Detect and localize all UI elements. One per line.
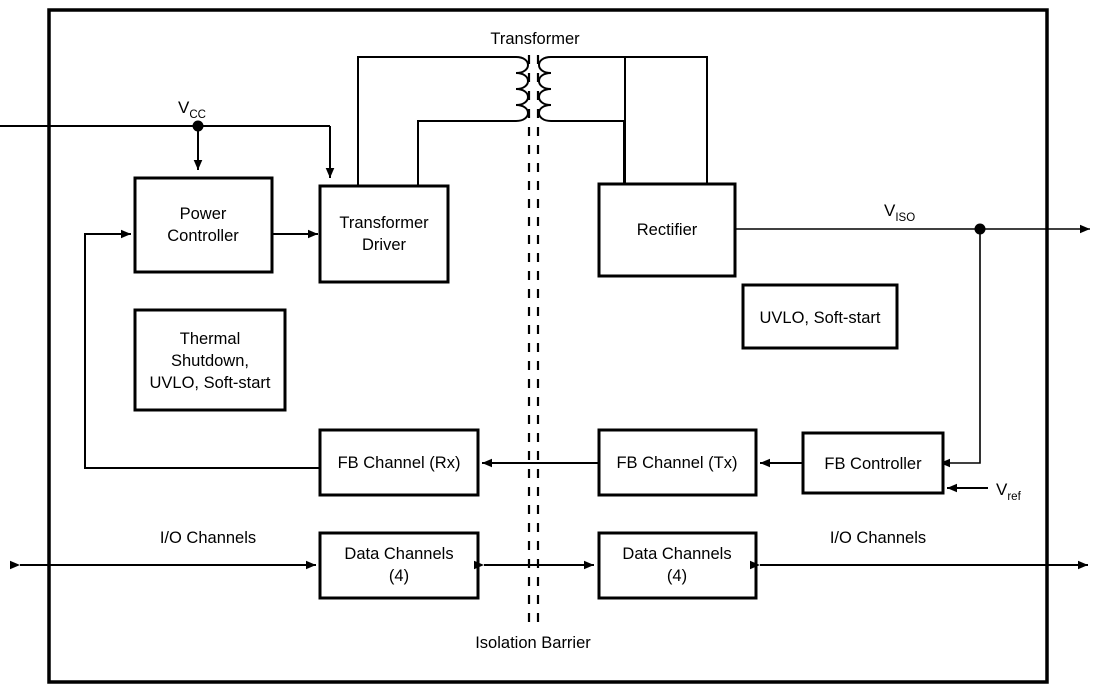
viso-rail — [735, 223, 1090, 468]
transformer-driver-label-line2: Driver — [362, 236, 407, 254]
thermal-shutdown-label-line2: Shutdown, — [171, 352, 249, 370]
data-channels-left-label-line1: Data Channels — [344, 545, 453, 563]
fb-channel-rx-block[interactable] — [318, 428, 480, 497]
vref-label: Vref — [996, 480, 1022, 503]
data-channels-right-block[interactable] — [597, 531, 758, 600]
device-outline — [47, 8, 1049, 684]
rectifier-block[interactable] — [597, 182, 737, 278]
io-channels-left-label: I/O Channels — [160, 529, 256, 547]
io-channels-right-label: I/O Channels — [830, 529, 926, 547]
fb-channel-tx-label: FB Channel (Tx) — [616, 454, 737, 472]
data-channels-right-label-line2: (4) — [667, 567, 687, 585]
power-controller-label-line2: Controller — [167, 227, 239, 245]
uvlo-soft-start-label: UVLO, Soft-start — [759, 309, 880, 327]
transformer-primary-wiring — [357, 56, 516, 186]
isolation-barrier-label: Isolation Barrier — [475, 634, 591, 652]
rectifier-label: Rectifier — [637, 221, 698, 239]
power-controller-block[interactable] — [133, 176, 274, 274]
transformer-label: Transformer — [490, 30, 580, 48]
viso-label: VISO — [884, 201, 915, 224]
transformer-secondary-wiring — [551, 56, 626, 184]
uvlo-soft-start-block[interactable] — [741, 283, 899, 350]
fb-channel-rx-label: FB Channel (Rx) — [338, 454, 461, 472]
wire-fbrx-to-powercontroller — [84, 229, 320, 469]
transformer-symbol — [515, 56, 552, 122]
isolation-barrier-lines — [527, 55, 540, 622]
vcc-rail — [0, 120, 335, 178]
fb-controller-label: FB Controller — [824, 455, 922, 473]
vcc-label: VCC — [178, 98, 206, 121]
power-controller-label-line1: Power — [180, 205, 227, 223]
transformer-driver-block[interactable] — [318, 184, 450, 284]
vcc-junction-dot — [192, 120, 204, 132]
data-channels-left-block[interactable] — [318, 531, 480, 600]
thermal-shutdown-label-line3: UVLO, Soft-start — [149, 374, 270, 392]
thermal-shutdown-block[interactable] — [133, 308, 287, 412]
thermal-shutdown-label-line1: Thermal — [180, 330, 241, 348]
data-channels-left-label-line2: (4) — [389, 567, 409, 585]
transformer-driver-label-line1: Transformer — [339, 214, 429, 232]
data-channels-right-label-line1: Data Channels — [622, 545, 731, 563]
transformer-secondary-wiring-outer — [551, 56, 708, 184]
